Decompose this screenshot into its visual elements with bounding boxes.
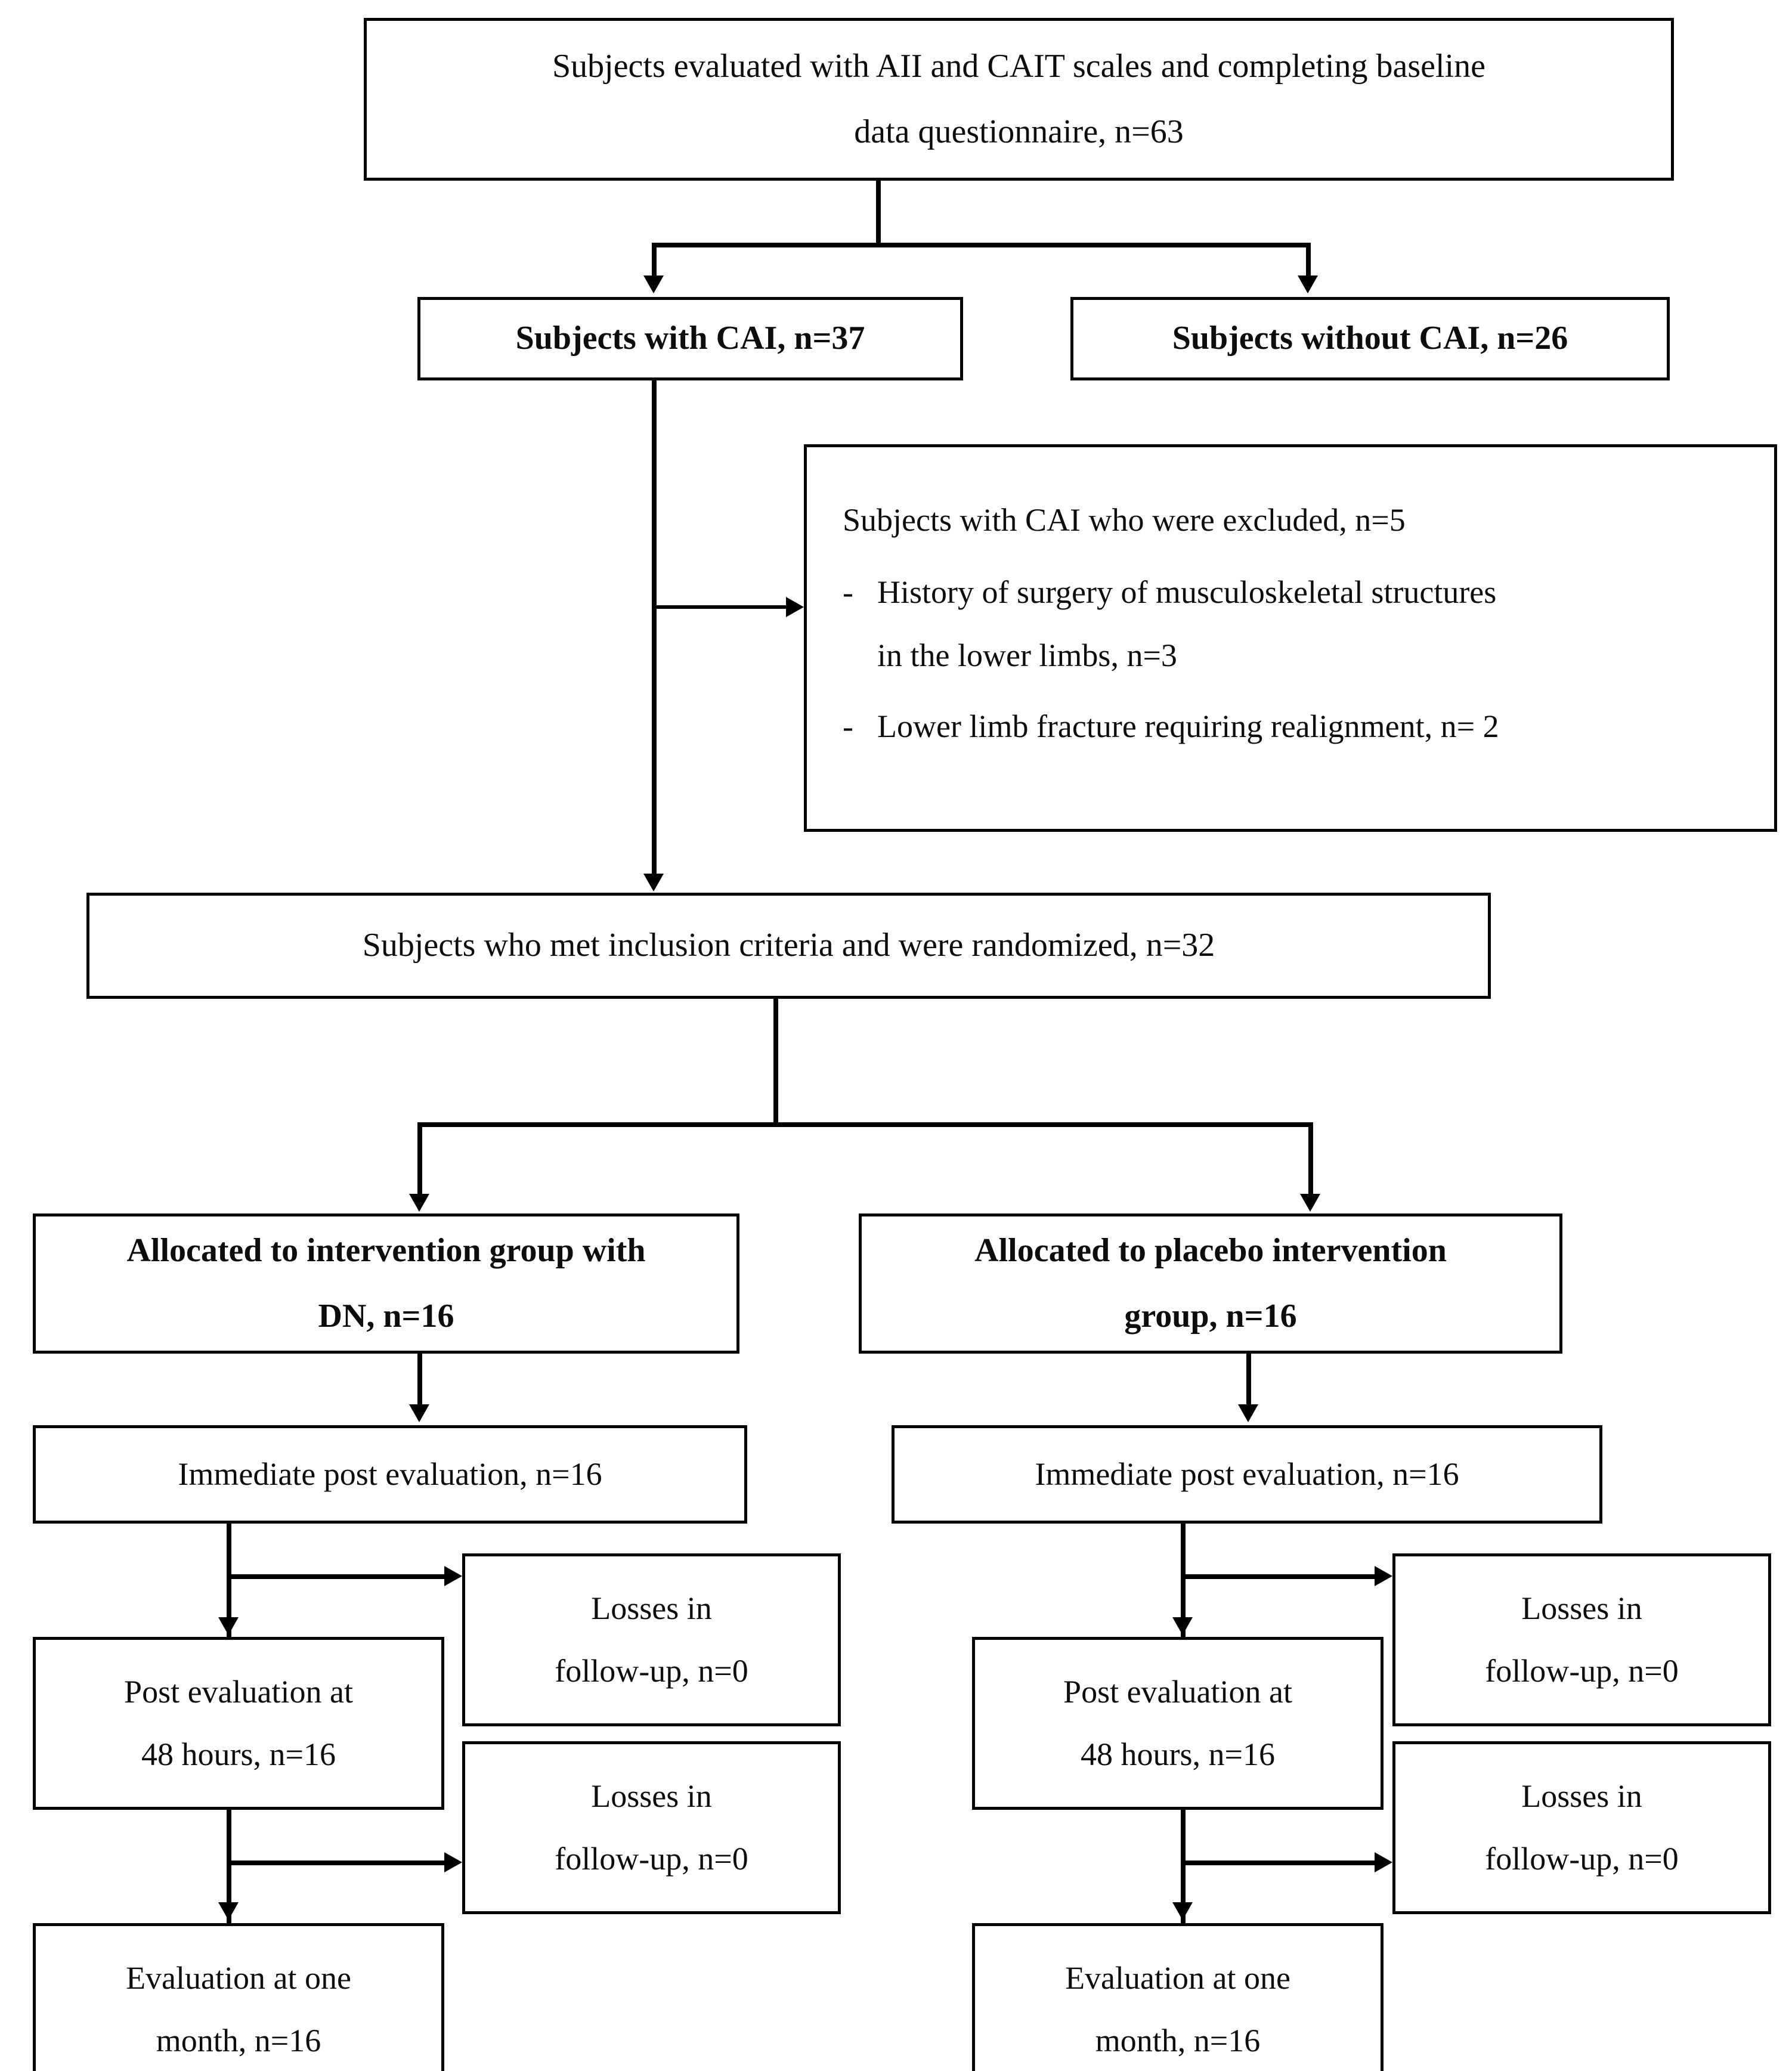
node-excluded-bullet-2: - Lower limb fracture requiring realignm… xyxy=(843,695,1499,758)
arrowhead-to-post48-right xyxy=(1172,1617,1193,1635)
node-randomized-label: Subjects who met inclusion criteria and … xyxy=(362,927,1215,964)
excluded-b1-line2: in the lower limbs, n=3 xyxy=(877,637,1177,673)
node-month-left-line2: month, n=16 xyxy=(156,2023,321,2058)
node-alloc-placebo-line2: group, n=16 xyxy=(1124,1297,1297,1335)
node-excluded-bullet-1: - History of surgery of musculoskeletal … xyxy=(843,561,1496,687)
excluded-b1-line1: History of surgery of musculoskeletal st… xyxy=(877,574,1497,611)
connector-right-immediate-trunk xyxy=(1181,1524,1186,1640)
node-losses-left-2-line2: follow-up, n=0 xyxy=(555,1841,748,1877)
arrowhead-to-alloc-dn xyxy=(409,1194,429,1212)
node-losses-left-1-line1: Losses in xyxy=(591,1590,712,1626)
node-immediate-right: Immediate post evaluation, n=16 xyxy=(892,1425,1602,1524)
arrowhead-to-month-right xyxy=(1172,1902,1193,1920)
bullet-dash-icon: - xyxy=(843,708,853,744)
connector-enrolled-split-bar xyxy=(652,243,1310,247)
node-losses-right-1: Losses in follow-up, n=0 xyxy=(1392,1553,1771,1726)
node-losses-right-2-line1: Losses in xyxy=(1521,1778,1642,1814)
node-immediate-left-label: Immediate post evaluation, n=16 xyxy=(178,1456,602,1492)
connector-enrolled-stem xyxy=(876,181,881,246)
arrowhead-to-immediate-left xyxy=(409,1404,429,1422)
connector-right-post48-trunk xyxy=(1181,1810,1186,1926)
connector-randomized-split-bar xyxy=(417,1122,1312,1127)
node-immediate-right-label: Immediate post evaluation, n=16 xyxy=(1035,1456,1459,1492)
arrowhead-to-losses-left-2 xyxy=(444,1852,462,1872)
node-alloc-dn: Allocated to intervention group with DN,… xyxy=(33,1213,739,1354)
node-post48-left: Post evaluation at 48 hours, n=16 xyxy=(33,1637,444,1810)
arrowhead-to-with-cai xyxy=(643,275,664,293)
arrowhead-to-post48-left xyxy=(218,1617,239,1635)
node-losses-right-1-line1: Losses in xyxy=(1521,1590,1642,1626)
node-with-cai-label: Subjects with CAI, n=37 xyxy=(515,320,865,357)
connector-allocdn-to-immediate xyxy=(417,1354,422,1407)
node-enrolled: Subjects evaluated with AII and CAIT sca… xyxy=(364,18,1674,181)
node-enrolled-line2: data questionnaire, n=63 xyxy=(854,113,1184,150)
arrowhead-to-alloc-placebo xyxy=(1300,1194,1320,1212)
connector-left-to-losses1 xyxy=(227,1574,447,1579)
arrowhead-to-losses-right-2 xyxy=(1375,1852,1392,1872)
connector-right-to-losses1 xyxy=(1181,1574,1378,1579)
node-losses-right-2-line2: follow-up, n=0 xyxy=(1485,1841,1679,1877)
arrowhead-to-excluded xyxy=(786,597,804,617)
node-without-cai: Subjects without CAI, n=26 xyxy=(1070,297,1670,380)
arrowhead-to-month-left xyxy=(218,1902,239,1920)
connector-to-with-cai xyxy=(652,243,657,278)
arrowhead-to-randomized xyxy=(643,874,664,891)
bullet-dash-icon: - xyxy=(843,574,853,611)
node-excluded: Subjects with CAI who were excluded, n=5… xyxy=(804,444,1777,832)
node-losses-left-1-line2: follow-up, n=0 xyxy=(555,1653,748,1689)
node-losses-right-2: Losses in follow-up, n=0 xyxy=(1392,1741,1771,1914)
arrowhead-to-immediate-right xyxy=(1238,1404,1258,1422)
connector-allocplacebo-to-immediate xyxy=(1246,1354,1251,1407)
connector-cai-to-excluded xyxy=(652,605,789,609)
connector-to-without-cai xyxy=(1306,243,1311,278)
node-without-cai-label: Subjects without CAI, n=26 xyxy=(1172,320,1568,357)
node-with-cai: Subjects with CAI, n=37 xyxy=(417,297,963,380)
node-losses-left-2-line1: Losses in xyxy=(591,1778,712,1814)
node-post48-right: Post evaluation at 48 hours, n=16 xyxy=(972,1637,1384,1810)
connector-to-alloc-placebo xyxy=(1308,1122,1313,1197)
excluded-b2-line1: Lower limb fracture requiring realignmen… xyxy=(877,708,1499,744)
connector-left-post48-trunk xyxy=(227,1810,231,1926)
node-randomized: Subjects who met inclusion criteria and … xyxy=(86,893,1491,999)
connector-left-immediate-trunk xyxy=(227,1524,231,1640)
arrowhead-to-losses-right-1 xyxy=(1375,1566,1392,1586)
node-post48-right-line2: 48 hours, n=16 xyxy=(1081,1736,1275,1772)
node-alloc-placebo: Allocated to placebo intervention group,… xyxy=(859,1213,1562,1354)
node-alloc-placebo-line1: Allocated to placebo intervention xyxy=(974,1232,1447,1270)
node-month-left-line1: Evaluation at one xyxy=(126,1959,351,1996)
arrowhead-to-losses-left-1 xyxy=(444,1566,462,1586)
connector-cai-trunk xyxy=(652,380,657,875)
node-immediate-left: Immediate post evaluation, n=16 xyxy=(33,1425,747,1524)
node-post48-left-line2: 48 hours, n=16 xyxy=(141,1736,336,1772)
connector-left-to-losses2 xyxy=(227,1861,447,1865)
node-losses-left-2: Losses in follow-up, n=0 xyxy=(462,1741,841,1914)
node-losses-right-1-line2: follow-up, n=0 xyxy=(1485,1653,1679,1689)
node-month-right-line2: month, n=16 xyxy=(1095,2023,1261,2058)
arrowhead-to-without-cai xyxy=(1298,275,1318,293)
connector-right-to-losses2 xyxy=(1181,1861,1378,1865)
node-month-right-line1: Evaluation at one xyxy=(1065,1959,1290,1996)
node-post48-right-line1: Post evaluation at xyxy=(1063,1673,1292,1710)
node-losses-left-1: Losses in follow-up, n=0 xyxy=(462,1553,841,1726)
node-alloc-dn-line2: DN, n=16 xyxy=(318,1297,454,1335)
node-enrolled-line1: Subjects evaluated with AII and CAIT sca… xyxy=(552,48,1485,85)
node-month-right: Evaluation at one month, n=16 xyxy=(972,1923,1384,2071)
connector-to-alloc-dn xyxy=(417,1122,422,1197)
node-post48-left-line1: Post evaluation at xyxy=(124,1673,353,1710)
connector-randomized-stem xyxy=(773,999,778,1126)
node-month-left: Evaluation at one month, n=16 xyxy=(33,1923,444,2071)
node-excluded-heading: Subjects with CAI who were excluded, n=5 xyxy=(843,502,1406,538)
node-alloc-dn-line1: Allocated to intervention group with xyxy=(126,1232,646,1270)
